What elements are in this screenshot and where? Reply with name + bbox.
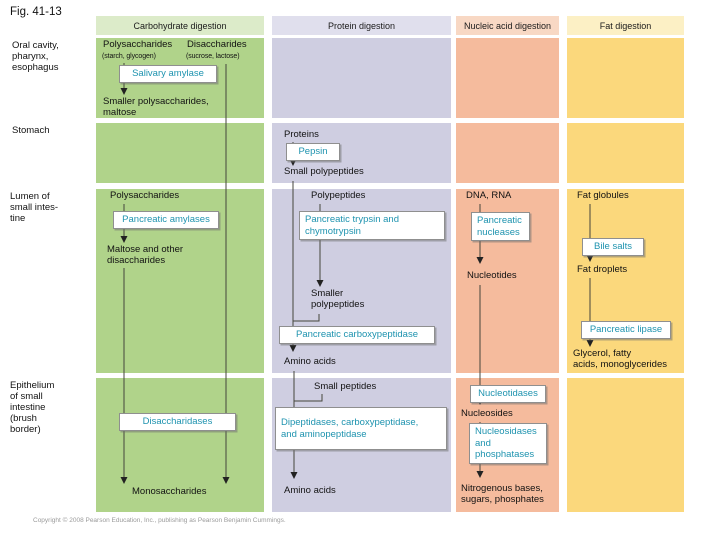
cell-fat-stomach bbox=[567, 123, 684, 183]
enzyme-box-pancreatic-amylases: Pancreatic amylases bbox=[113, 211, 219, 229]
row-label-epithelium: Epithelium of small intestine (brush bor… bbox=[10, 380, 55, 436]
enzyme-box-pancreatic-lipase: Pancreatic lipase bbox=[581, 321, 671, 339]
label-polypeptides: Polypeptides bbox=[311, 190, 366, 201]
label-nitrogenous-bases: Nitrogenous bases, sugars, phosphates bbox=[461, 483, 544, 505]
cell-fat-lumen bbox=[567, 189, 684, 373]
label-disaccharides-oral: Disaccharides bbox=[187, 39, 247, 50]
column-header-fat: Fat digestion bbox=[567, 16, 684, 35]
enzyme-box-dipeptidases: Dipeptidases, carboxypeptidase, and amin… bbox=[275, 407, 447, 450]
row-label-stomach: Stomach bbox=[12, 125, 50, 136]
enzyme-box-trypsin-chymotrypsin: Pancreatic trypsin and chymotrypsin bbox=[299, 211, 445, 241]
label-maltose-disaccharides: Maltose and other disaccharides bbox=[107, 244, 184, 266]
enzyme-box-nucleosidases-phosphatases: Nucleosidases and phosphatases bbox=[469, 423, 547, 464]
enzyme-box-disaccharidases: Disaccharidases bbox=[119, 413, 236, 431]
label-polysaccharides-oral: Polysaccharides bbox=[103, 39, 173, 50]
label-smaller-polypeptides: Smaller polypeptides bbox=[311, 288, 365, 310]
cell-carb-stomach bbox=[96, 123, 264, 183]
row-label-lumen: Lumen of small intes- tine bbox=[10, 191, 59, 225]
label-starch-glycogen: (starch, glycogen) bbox=[102, 53, 156, 60]
cell-fat-oral bbox=[567, 38, 684, 118]
label-smaller-polysaccharides: Smaller polysaccharides, maltose bbox=[103, 96, 209, 118]
label-small-polypeptides: Small polypeptides bbox=[284, 166, 364, 177]
cell-nucleic-oral bbox=[456, 38, 559, 118]
label-amino-acids-epithelium: Amino acids bbox=[284, 485, 336, 496]
label-nucleotides: Nucleotides bbox=[467, 270, 517, 281]
label-proteins: Proteins bbox=[284, 129, 319, 140]
label-glycerol-fatty-acids: Glycerol, fatty acids, monoglycerides bbox=[573, 348, 667, 370]
figure-label: Fig. 41-13 bbox=[10, 6, 62, 18]
label-amino-acids-lumen: Amino acids bbox=[284, 356, 336, 367]
label-sucrose-lactose: (sucrose, lactose) bbox=[186, 53, 240, 60]
label-fat-droplets: Fat droplets bbox=[577, 264, 628, 275]
row-label-oral-cavity: Oral cavity, pharynx, esophagus bbox=[12, 40, 59, 74]
enzyme-box-bile-salts: Bile salts bbox=[582, 238, 644, 256]
label-fat-globules: Fat globules bbox=[577, 190, 629, 201]
enzyme-box-pancreatic-nucleases: Pancreatic nucleases bbox=[471, 212, 530, 242]
cell-fat-epithelium bbox=[567, 378, 684, 512]
label-nucleosides: Nucleosides bbox=[461, 408, 513, 419]
column-header-protein: Protein digestion bbox=[272, 16, 451, 35]
label-dna-rna: DNA, RNA bbox=[466, 190, 512, 201]
cell-nucleic-stomach bbox=[456, 123, 559, 183]
column-header-nucleic-acid: Nucleic acid digestion bbox=[456, 16, 559, 35]
enzyme-box-salivary-amylase: Salivary amylase bbox=[119, 65, 217, 83]
cell-protein-oral bbox=[272, 38, 451, 118]
label-monosaccharides: Monosaccharides bbox=[132, 486, 207, 497]
enzyme-box-pepsin: Pepsin bbox=[286, 143, 340, 161]
label-small-peptides: Small peptides bbox=[314, 381, 377, 392]
column-header-carbohydrate: Carbohydrate digestion bbox=[96, 16, 264, 35]
label-polysaccharides-lumen: Polysaccharides bbox=[110, 190, 180, 201]
copyright-line: Copyright © 2008 Pearson Education, Inc.… bbox=[33, 517, 286, 524]
enzyme-box-pancreatic-carboxypeptidase: Pancreatic carboxypeptidase bbox=[279, 326, 435, 344]
enzyme-box-nucleotidases: Nucleotidases bbox=[470, 385, 546, 403]
